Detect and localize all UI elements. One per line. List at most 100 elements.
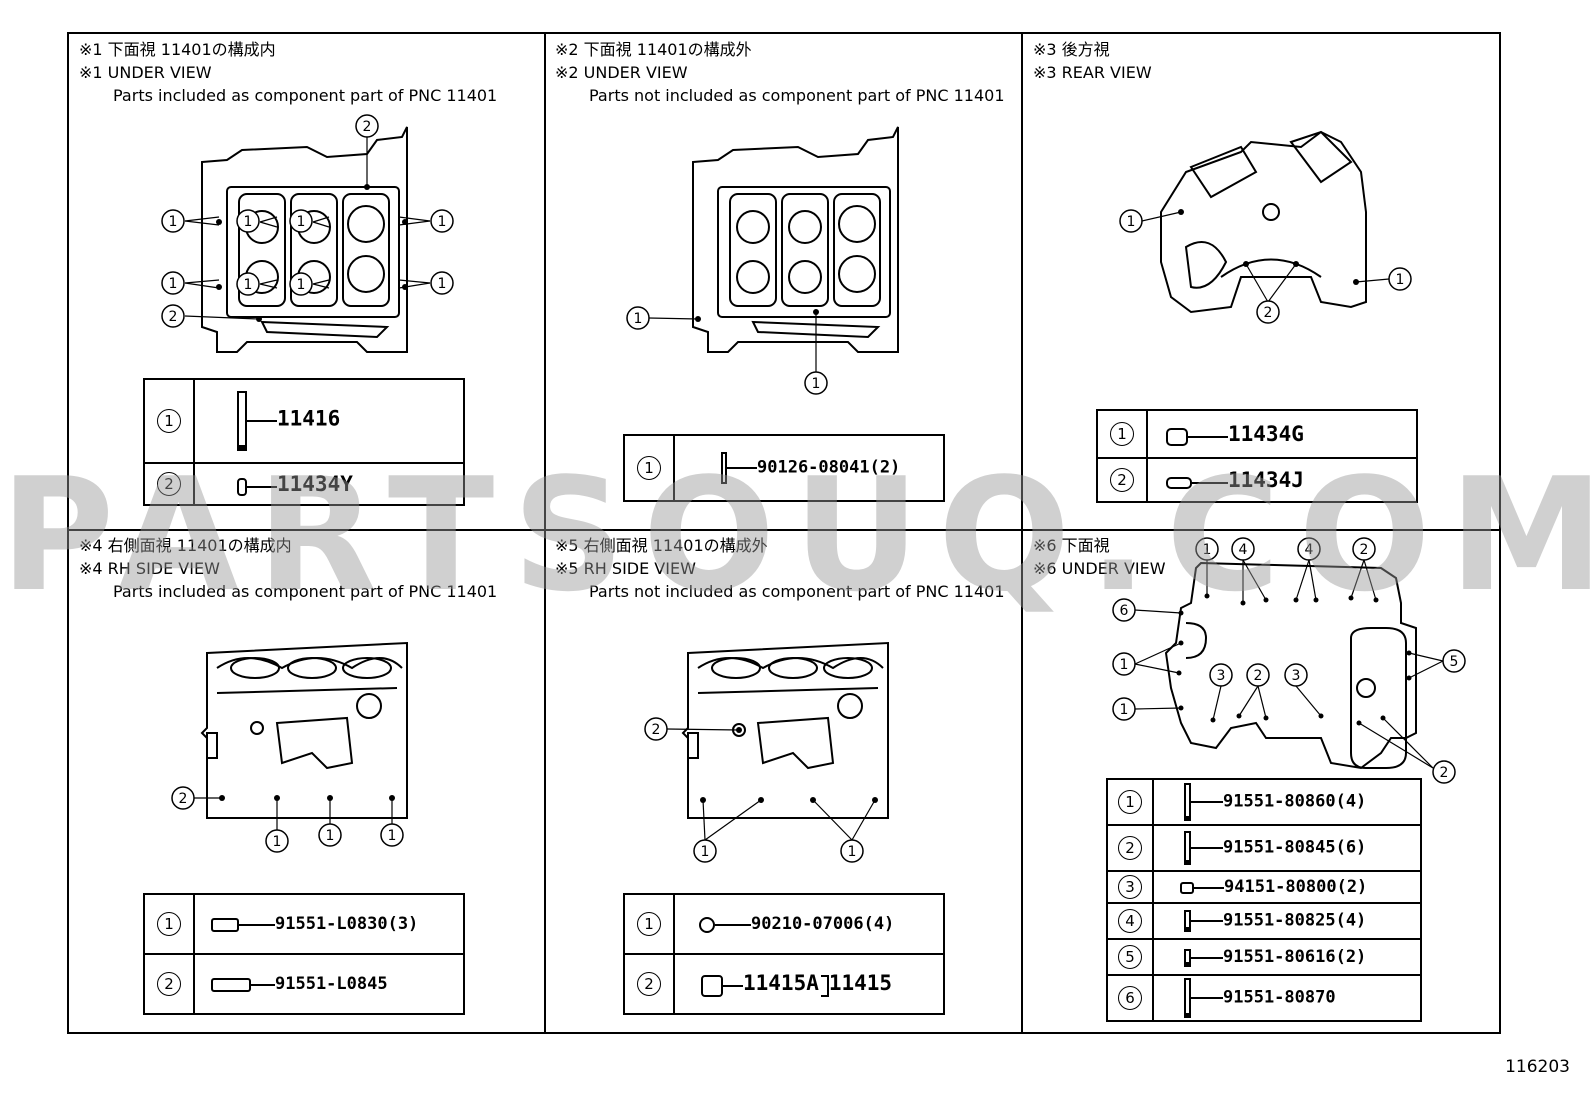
panel-4-rh-side-drawing: 2 1 1 1	[171, 641, 408, 853]
callout-1: 1	[812, 376, 821, 392]
diagram-frame	[67, 32, 1501, 1034]
callout-2: 2	[1440, 765, 1449, 781]
callout-1: 1	[157, 912, 181, 936]
panel-5-title-en: ※5 RH SIDE VIEW	[555, 559, 696, 578]
part-number[interactable]: 91551-80616(2)	[1223, 947, 1367, 967]
drain-cock-icon	[701, 974, 723, 997]
part-number[interactable]: 90126-08041(2)	[757, 457, 901, 478]
divider-h	[69, 529, 1499, 531]
callout-2: 2	[652, 722, 661, 738]
callout-4: 4	[1118, 909, 1142, 933]
bolt-icon	[1184, 910, 1191, 932]
callout-2: 2	[169, 309, 178, 325]
part-number[interactable]: 11434J	[1228, 468, 1304, 492]
callout-1: 1	[169, 214, 178, 230]
panel-2-parts-table: 1 90126-08041(2)	[623, 434, 945, 502]
callout-1: 1	[1203, 542, 1212, 558]
panel-5-desc: Parts not included as component part of …	[589, 582, 1005, 601]
part-number[interactable]: 91551-80870	[1223, 987, 1336, 1008]
callout-1: 1	[1127, 214, 1136, 230]
callout-1: 1	[297, 277, 306, 293]
panel-3-parts-table: 1 11434G 2 11434J	[1096, 409, 1418, 503]
panel-1-desc: Parts included as component part of PNC …	[113, 86, 498, 105]
callout-4: 4	[1239, 542, 1248, 558]
callout-1: 1	[848, 844, 857, 860]
callout-1: 1	[157, 409, 181, 433]
panel-6: ※6 下面視 ※6 UNDER VIEW	[1021, 528, 1501, 1034]
washer-icon	[699, 916, 715, 933]
panel-4: ※4 右側面視 11401の構成内 ※4 RH SIDE VIEW Parts …	[67, 528, 543, 1034]
panel-3: ※3 後方視 ※3 REAR VIEW 1 2 1 1 11434G	[1021, 32, 1501, 528]
panel-5: ※5 右側面視 11401の構成外 ※5 RH SIDE VIEW Parts …	[543, 528, 1021, 1034]
part-number[interactable]: 91551-80825(4)	[1223, 910, 1367, 931]
callout-1: 1	[169, 276, 178, 292]
stud-bolt-icon	[721, 452, 727, 484]
callout-1: 1	[438, 276, 447, 292]
panel-6-header: ※6 下面視 ※6 UNDER VIEW	[1033, 534, 1166, 580]
callout-5: 5	[1450, 654, 1459, 670]
part-number[interactable]: 90210-07006(4)	[751, 914, 895, 934]
divider-v2	[1021, 34, 1023, 1032]
panel-1-parts-table: 1 11416 2 11434Y	[143, 378, 465, 506]
callout-1: 1	[326, 828, 335, 844]
panel-2: ※2 下面視 11401の構成外 ※2 UNDER VIEW Parts not…	[543, 32, 1021, 528]
part-number[interactable]: 11434Y	[277, 472, 353, 496]
divider-v1	[544, 34, 546, 1032]
callout-1: 1	[244, 214, 253, 230]
part-number[interactable]: 91551-L0830(3)	[275, 914, 419, 934]
nut-icon	[1180, 881, 1194, 894]
panel-5-header: ※5 右側面視 11401の構成外 ※5 RH SIDE VIEW Parts …	[555, 534, 1005, 603]
panel-3-rear-view-drawing: 1 2 1	[1119, 130, 1412, 324]
bolt-icon	[237, 391, 247, 451]
flange-bolt-icon	[211, 977, 251, 992]
panel-1-title-en: ※1 UNDER VIEW	[79, 63, 212, 82]
callout-4: 4	[1305, 542, 1314, 558]
panel-1-header: ※1 下面視 11401の構成内 ※1 UNDER VIEW Parts inc…	[79, 38, 497, 107]
callout-6: 6	[1118, 986, 1142, 1010]
panel-1: ※1 下面視 11401の構成内 ※1 UNDER VIEW Parts inc…	[67, 32, 543, 528]
panel-3-title-en: ※3 REAR VIEW	[1033, 63, 1152, 82]
callout-1: 1	[438, 214, 447, 230]
part-number[interactable]: 11415A	[743, 971, 819, 996]
panel-6-title-en: ※6 UNDER VIEW	[1033, 559, 1166, 578]
panel-2-desc: Parts not included as component part of …	[589, 86, 1005, 105]
callout-3: 3	[1118, 875, 1142, 899]
callout-1: 1	[1110, 422, 1134, 446]
callout-1: 1	[1118, 790, 1142, 814]
callout-2: 2	[363, 119, 372, 135]
part-number[interactable]: 11434G	[1228, 422, 1304, 446]
panel-4-title-jp: ※4 右側面視 11401の構成内	[79, 536, 292, 555]
callout-1: 1	[297, 214, 306, 230]
callout-1: 1	[637, 456, 661, 480]
panel-2-engine-block-drawing: 1 1	[626, 126, 899, 395]
panel-4-header: ※4 右側面視 11401の構成内 ※4 RH SIDE VIEW Parts …	[79, 534, 497, 603]
flange-bolt-icon	[211, 917, 239, 932]
dowel-pin-icon	[237, 477, 247, 496]
part-number[interactable]: 91551-L0845	[275, 974, 388, 994]
bolt-icon	[1184, 831, 1191, 865]
callout-6: 6	[1120, 603, 1129, 619]
part-number[interactable]: 11416	[277, 406, 341, 431]
callout-2: 2	[1110, 468, 1134, 492]
callout-2: 2	[1118, 836, 1142, 860]
panel-1-engine-block-drawing: 1 1 1 1 1 1 1 1 2 2	[161, 114, 454, 353]
callout-1: 1	[634, 311, 643, 327]
panel-5-rh-side-drawing: 2 1 1	[644, 641, 889, 863]
panel-4-parts-table: 1 91551-L0830(3) 2 91551-L0845	[143, 893, 465, 1015]
bushing-icon	[1166, 427, 1188, 446]
reference-number: 116203	[1505, 1057, 1570, 1077]
callout-1: 1	[273, 834, 282, 850]
callout-1: 1	[1396, 272, 1405, 288]
part-number[interactable]: 94151-80800(2)	[1224, 877, 1368, 897]
callout-1: 1	[244, 277, 253, 293]
group-part-number[interactable]: 11415	[828, 971, 893, 996]
bolt-icon	[1184, 783, 1191, 821]
part-number[interactable]: 91551-80845(6)	[1223, 837, 1367, 858]
bolt-icon	[1184, 948, 1191, 967]
callout-1: 1	[637, 912, 661, 936]
part-number[interactable]: 91551-80860(4)	[1223, 791, 1367, 812]
callout-2: 2	[179, 791, 188, 807]
callout-2: 2	[157, 972, 181, 996]
callout-2: 2	[1264, 305, 1273, 321]
